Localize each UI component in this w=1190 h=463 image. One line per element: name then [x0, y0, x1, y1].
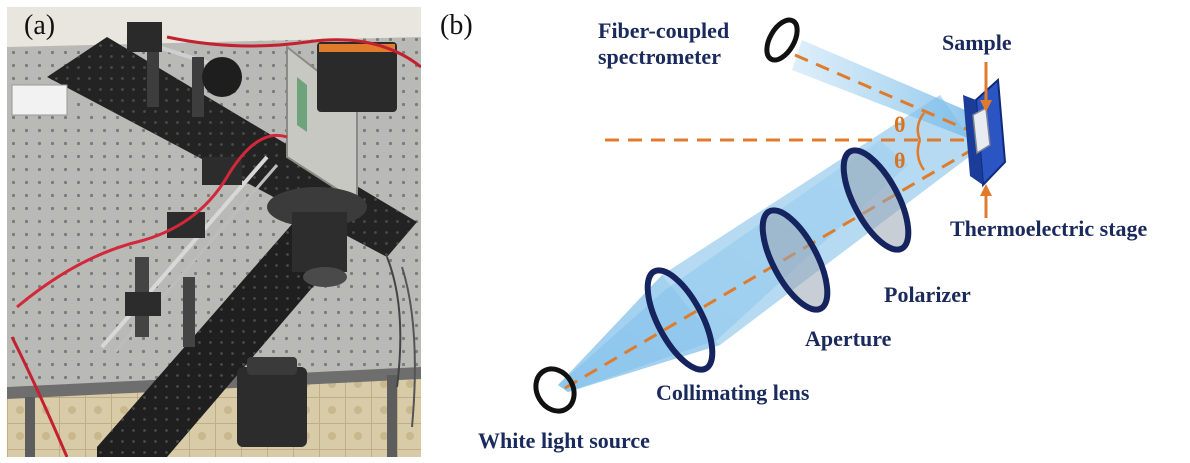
spectrometer-label-line1: Fiber-coupled [598, 18, 730, 43]
sample-label: Sample [942, 30, 1012, 55]
light-source-ring [533, 366, 577, 414]
theta-upper-label: θ [894, 112, 906, 137]
spectrometer-label-line2: spectrometer [598, 44, 721, 69]
angle-arc-lower [916, 139, 926, 171]
reflected-axis [794, 53, 976, 135]
setup-photo-drawing [7, 7, 421, 457]
schematic-diagram: Fiber-coupled spectrometer Sample Thermo… [430, 0, 1190, 463]
panel-b-label: (b) [440, 10, 473, 41]
aperture-ring [759, 207, 831, 313]
spectrometer-label: Fiber-coupled spectrometer [598, 18, 729, 70]
source-cone [558, 275, 720, 392]
panel-a-label: (a) [24, 10, 56, 41]
angle-arc-upper [916, 112, 926, 141]
thermoelectric-stage-label: Thermoelectric stage [950, 216, 1148, 241]
white-light-source-label: White light source [478, 428, 650, 453]
collimating-lens-ring [644, 267, 716, 373]
polarizer-label: Polarizer [884, 282, 971, 307]
collimating-lens-label: Collimating lens [656, 380, 810, 405]
aperture-label: Aperture [805, 326, 892, 351]
stage-side [963, 95, 983, 185]
polarizer-ring [840, 147, 912, 253]
sample-slide [972, 106, 991, 155]
reflected-beam [792, 40, 978, 142]
collimated-beam [662, 95, 978, 345]
incident-axis [564, 146, 976, 390]
spectrometer-ring [764, 17, 800, 63]
theta-lower-label: θ [894, 148, 906, 173]
setup-photo [7, 7, 421, 457]
schematic-drawing [533, 17, 1007, 414]
